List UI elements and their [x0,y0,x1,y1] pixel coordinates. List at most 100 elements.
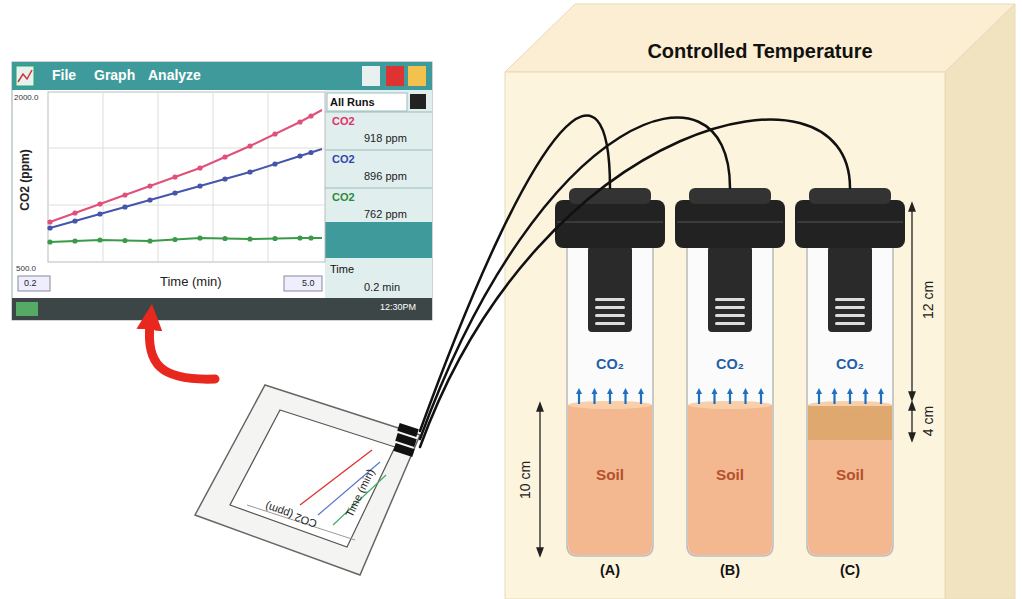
probe-slot [715,306,745,309]
tube-letter: (A) [555,562,665,579]
panel-label: Time [330,263,354,276]
gas-arrow [849,393,851,404]
data-point [222,154,227,159]
gas-arrow [758,388,764,394]
gas-arrow [607,388,613,394]
data-point [222,176,227,181]
gas-arrow [863,388,869,394]
sensor-cap-top [569,188,651,204]
probe-slot [595,306,625,309]
chamber-top [505,4,1015,72]
gas-arrow [880,393,882,404]
gas-arrow [818,393,820,404]
axis-label: Time (min) [343,467,377,519]
probe-slot [715,322,745,325]
data-point [172,237,177,242]
data-point [297,119,302,124]
probe-slot [595,314,625,317]
data-point [247,143,252,148]
menu-item: Graph [94,67,135,83]
data-point [47,225,52,230]
gas-arrow [713,393,715,404]
chamber-title: Controlled Temperature [540,40,980,63]
clock: 12:30PM [380,302,416,312]
axis-value: 5.0 [302,278,315,288]
gas-arrow [744,393,746,404]
chamber-side [945,4,1015,599]
axis-value: 500.0 [16,264,36,273]
sensor-value: 918 ppm [364,132,407,145]
sensor-probe [588,246,632,332]
sensor-name: CO2 [332,153,355,166]
gas-arrow [760,393,762,404]
temperature-chamber: Controlled TemperatureCO₂ Soil (A) CO₂ Soil (… [505,0,1017,599]
soil-tube: CO₂ Soil (A) [555,188,665,598]
soil-label: Soil [555,466,665,484]
sensor-cable [420,120,850,447]
sensor-cable [420,118,730,439]
data-logger: CO2 (ppm) Time (min) [195,375,420,580]
gas-arrow [696,388,702,394]
stroke [797,221,903,223]
glass-tube [567,205,653,556]
data-point [308,113,313,118]
gas-label: CO₂ [555,356,665,373]
data-point [47,239,52,244]
soil-label: Soil [675,466,785,484]
axis-value: 2000.0 [14,93,38,102]
probe-slot [715,314,745,317]
data-point [122,204,127,209]
data-point [222,236,227,241]
data-point [197,165,202,170]
sensor-value: 896 ppm [364,170,407,183]
sensor-value: 762 ppm [364,208,407,221]
gas-arrow [743,388,749,394]
sensor-name: CO2 [332,191,355,204]
handheld-logger [195,385,420,575]
gas-arrow [640,393,642,404]
data-point [147,197,152,202]
gas-arrow [864,393,866,404]
tube-letter: (C) [795,562,905,579]
data-point [147,183,152,188]
soil-tube: CO₂ Soil (C) [795,188,905,598]
data-point [272,131,277,136]
sensor-probe [708,246,752,332]
data-point [72,238,77,243]
gas-arrow [833,393,835,404]
gas-arrow [729,393,731,404]
stroke [557,221,663,223]
dimension-label: 4 cm [920,406,936,436]
gas-arrow [832,388,838,394]
probe-slot [835,322,865,325]
soil-label: Soil [795,466,905,484]
sensor-probe [828,246,872,332]
soil-tube: CO₂Soil(B) [675,188,785,598]
sensor-cap-top [689,188,771,204]
data-point [172,190,177,195]
gas-arrow [592,388,598,394]
sensor-cap-top [809,188,891,204]
menu-item: File [52,67,76,83]
data-point [72,210,77,215]
tube-drawings [555,188,905,556]
glass-tube [807,205,893,556]
menu-item: Analyze [148,67,201,83]
probe-slot [835,306,865,309]
gas-label: CO₂ [795,356,905,373]
data-point [172,174,177,179]
gas-arrow [727,388,733,394]
axis-label: CO2 (ppm) [263,500,318,530]
sensor-name: CO2 [332,115,355,128]
logger-screen-panel: FileGraphAnalyzeCO2 (ppm)2000.0500.0Time… [12,62,432,320]
data-point [72,218,77,223]
panel-value: 0.2 min [364,281,400,294]
probe-slot [835,314,865,317]
gas-arrow [638,388,644,394]
data-point [272,236,277,241]
data-point [272,161,277,166]
dimension-lines [537,203,915,556]
tube-letter: (B) [675,562,785,579]
data-point [197,235,202,240]
